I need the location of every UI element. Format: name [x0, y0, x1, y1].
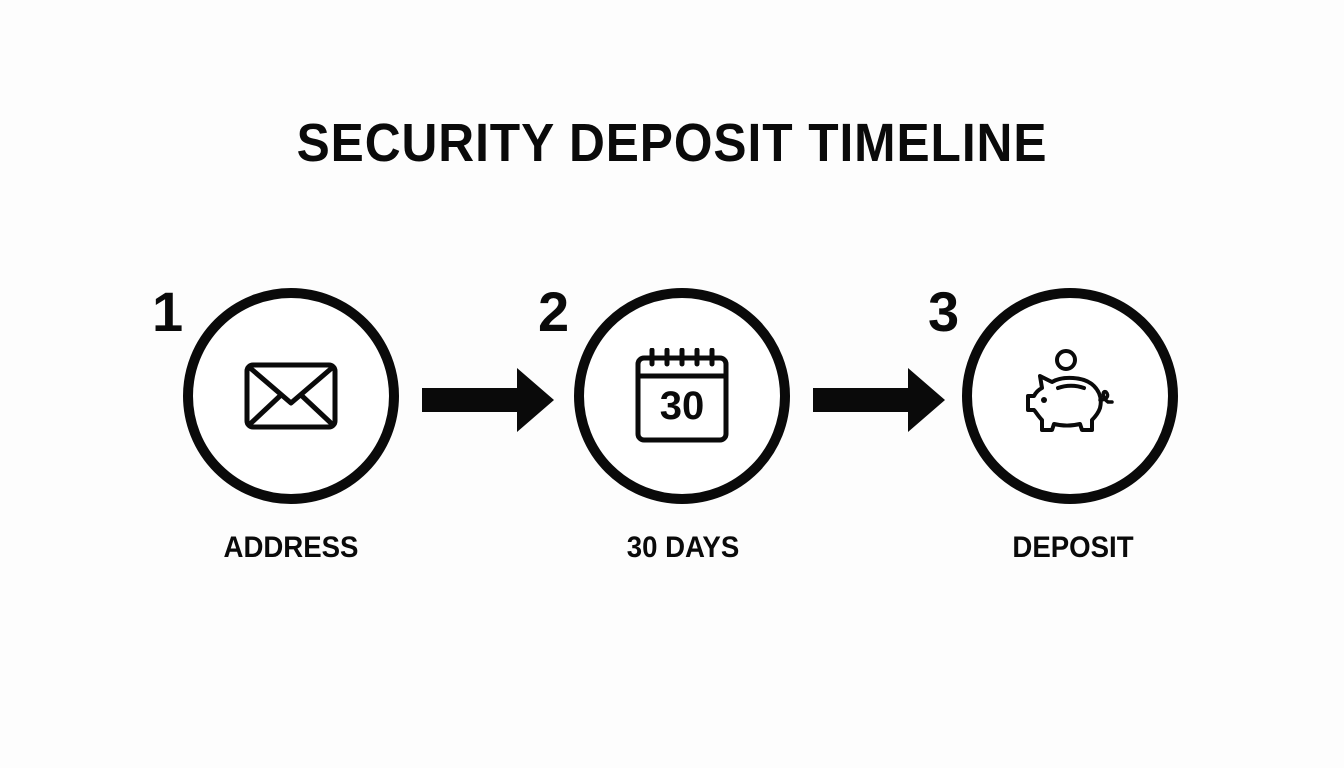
calendar-day-number: 30: [659, 384, 705, 428]
diagram-title: SECURITY DEPOSIT TIMELINE: [296, 113, 1048, 173]
step-2-circle: 30: [574, 288, 790, 504]
step-3-label: DEPOSIT: [1012, 531, 1134, 564]
envelope-icon: [244, 362, 338, 430]
step-2-label: 30 DAYS: [626, 531, 740, 564]
step-2-number: 2: [538, 280, 570, 343]
step-3-number: 3: [928, 280, 960, 343]
arrow-right-icon: [422, 368, 554, 432]
step-1-label: ADDRESS: [223, 531, 359, 564]
piggy-bank-icon: [1026, 349, 1114, 432]
step-1-number: 1: [152, 280, 184, 343]
arrow-right-icon: [813, 368, 945, 432]
calendar-icon: 30: [634, 348, 730, 444]
step-1-circle: [183, 288, 399, 504]
step-3-circle: [962, 288, 1178, 504]
